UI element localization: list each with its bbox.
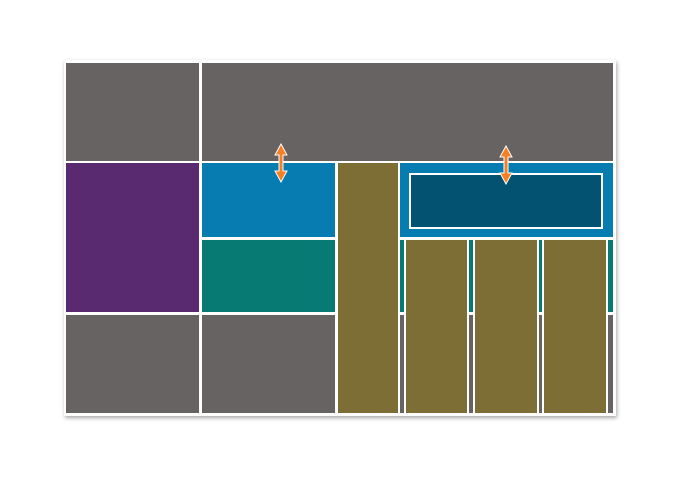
resize-vertical-arrow-icon[interactable]: [499, 145, 513, 185]
teal-block: [202, 240, 335, 312]
blue-block[interactable]: [202, 163, 335, 237]
layout-frame: [64, 60, 616, 416]
footer-mid-block: [202, 315, 335, 413]
arrow-shape: [499, 145, 513, 185]
olive-column-3: [542, 238, 608, 415]
footer-left-block: [66, 315, 199, 413]
olive-column-1: [404, 238, 469, 415]
resize-vertical-arrow-icon[interactable]: [274, 143, 288, 183]
header-main-block: [202, 63, 613, 161]
arrow-shape: [274, 143, 288, 183]
tall-olive-column: [338, 163, 398, 413]
header-left-block: [66, 63, 199, 161]
left-purple-block: [66, 163, 199, 312]
olive-column-2: [473, 238, 539, 415]
